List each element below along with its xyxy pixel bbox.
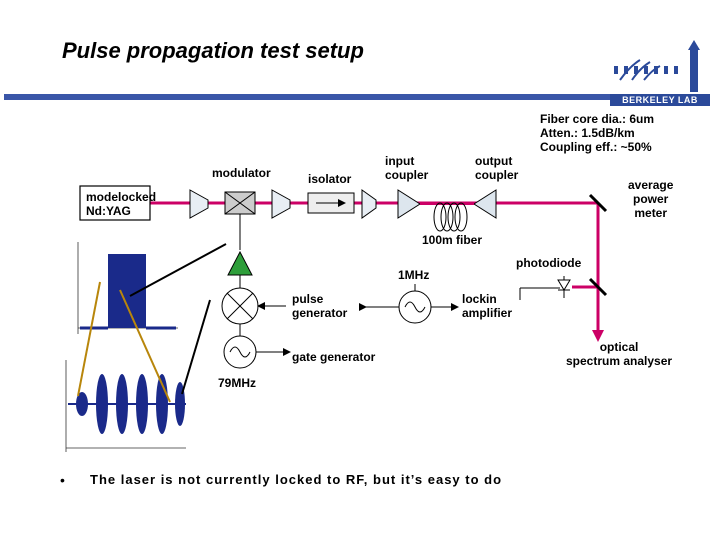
mirror-2	[588, 277, 608, 297]
isolator-label: isolator	[308, 172, 352, 186]
modulator-icon	[189, 189, 291, 219]
bullet-marker: •	[60, 472, 65, 488]
power-meter-label: average power meter	[628, 178, 674, 220]
lockin-amplifier-label: lockin amplifier	[462, 292, 513, 320]
bullet-text: The laser is not currently locked to RF,…	[90, 472, 503, 487]
fiber-spool-icon	[420, 202, 474, 232]
input-coupler-icon	[397, 189, 421, 219]
title-rule	[4, 94, 616, 100]
oscillator-1mhz-icon	[398, 290, 432, 324]
pointer-line-4	[119, 289, 171, 403]
mixer-icon	[221, 287, 259, 325]
spectrum-analyser-label: optical spectrum analyser	[566, 340, 673, 368]
photodiode-label: photodiode	[516, 256, 582, 270]
fiber-label: 100m fiber	[422, 233, 483, 247]
berkeley-lab-wordmark: BERKELEY LAB	[610, 94, 710, 106]
output-coupler-icon	[473, 189, 497, 219]
oscillator-79mhz-icon	[223, 335, 257, 369]
pointer-line-2	[181, 299, 211, 395]
freq-79mhz-label: 79MHz	[218, 376, 257, 390]
photodiode-icon	[557, 276, 571, 298]
gate-generator-label: gate generator	[292, 350, 376, 364]
modelocked-laser-label: modelocked Nd:YAG	[86, 190, 157, 218]
mirror-1	[588, 193, 608, 213]
berkeley-lab-logo	[614, 40, 700, 92]
input-coupler-label: input coupler	[385, 154, 429, 182]
scope-trace-79mhz	[65, 360, 186, 452]
amplifier-icon	[227, 250, 253, 276]
fiber-specs-label: Fiber core dia.: 6um Atten.: 1.5dB/km Co…	[540, 112, 655, 154]
pointer-line-3	[77, 281, 101, 397]
isolator-icon	[307, 189, 377, 219]
pulse-generator-label: pulse generator	[292, 292, 348, 320]
page-title: Pulse propagation test setup	[62, 38, 364, 63]
spectrum-analyser-input	[592, 330, 604, 342]
pointer-line-1	[129, 243, 227, 297]
laser-head	[79, 185, 151, 221]
freq-1mhz-label: 1MHz	[398, 268, 430, 282]
modulator-label: modulator	[212, 166, 271, 180]
output-coupler-label: output coupler	[475, 154, 519, 182]
